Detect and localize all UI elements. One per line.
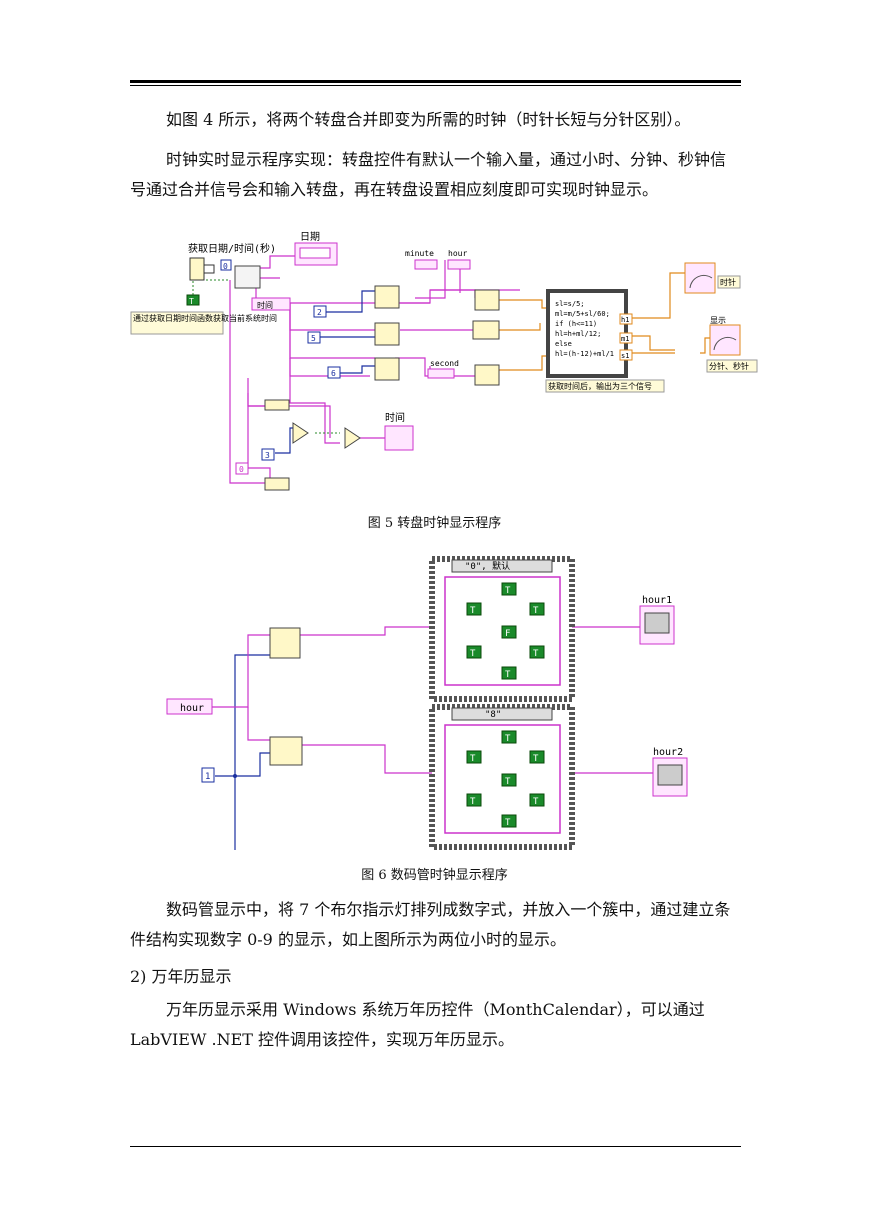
svg-text:6: 6: [331, 369, 336, 378]
svg-text:显示: 显示: [710, 316, 726, 325]
led-value: T: [470, 797, 476, 807]
svg-text:ml=m/5+sl/60;: ml=m/5+sl/60;: [555, 310, 610, 318]
format-date-node: [234, 265, 261, 289]
svg-text:minute: minute: [405, 249, 434, 258]
led-value: T: [533, 797, 539, 807]
led-value: T: [505, 734, 511, 744]
get-date-time-label: 获取日期/时间(秒): [188, 242, 276, 255]
led-segment: [501, 666, 517, 680]
svg-text:hl=h+ml/12;: hl=h+ml/12;: [555, 330, 601, 338]
svg-text:m1: m1: [621, 335, 629, 343]
led-segment: [501, 773, 517, 787]
led-value: T: [505, 586, 511, 596]
svg-text:分针、秒针: 分针、秒针: [709, 361, 749, 371]
led-segment: [466, 750, 482, 764]
led-value: T: [470, 649, 476, 659]
case2-led-group: T T T T T T T: [466, 730, 545, 828]
svg-text:1: 1: [205, 772, 210, 782]
hour1-label: hour1: [642, 595, 672, 606]
header-rule: [130, 80, 741, 83]
date-indicator-label: 日期: [300, 231, 320, 243]
svg-text:2: 2: [317, 308, 322, 317]
svg-text:hl=(h-12)+ml/1: hl=(h-12)+ml/1: [555, 350, 614, 358]
svg-text:s1: s1: [621, 352, 629, 360]
led-segment: [501, 814, 517, 828]
led-value: T: [533, 754, 539, 764]
led-segment: [501, 582, 517, 596]
svg-text:sl=s/5;: sl=s/5;: [555, 300, 585, 308]
led-segment: [529, 750, 545, 764]
led-value: T: [533, 649, 539, 659]
led-segment: [466, 645, 482, 659]
svg-text:hour: hour: [180, 703, 204, 714]
led-segment: [501, 730, 517, 744]
hour-control: [166, 698, 213, 715]
paragraph-5: 万年历显示采用 Windows 系统万年历控件（MonthCalendar），可…: [130, 1000, 705, 1049]
led-value: T: [505, 670, 511, 680]
svg-text:if (h<=11): if (h<=11): [555, 320, 597, 328]
figure-6-caption: 图 6 数码管时钟显示程序: [361, 868, 508, 883]
svg-text:0: 0: [239, 465, 244, 474]
led-value: F: [505, 629, 510, 639]
svg-text:second: second: [430, 359, 459, 368]
hour-hand-dial: [684, 262, 716, 294]
comment-text: 通过获取日期时间函数获取当前系统时间: [133, 313, 277, 323]
led-segment: [466, 793, 482, 807]
svg-text:3: 3: [265, 451, 270, 460]
svg-text:hour: hour: [448, 249, 467, 258]
paragraph-4: 2) 万年历显示: [130, 967, 232, 986]
led-segment: [529, 602, 545, 616]
time-control: [251, 297, 291, 311]
svg-text:时针: 时针: [720, 277, 736, 287]
paragraph-1: 如图 4 所示，将两个转盘合并即变为所需的时钟（时针长短与分针区别）。: [166, 110, 691, 129]
svg-text:T: T: [189, 297, 194, 306]
footer-rule: [130, 1146, 741, 1147]
time-out-label: 时间: [385, 411, 405, 424]
figure-5-caption: 图 5 转盘时钟显示程序: [367, 516, 502, 531]
led-value: T: [505, 777, 511, 787]
svg-text:h1: h1: [621, 316, 629, 324]
svg-text:"0", 默认: "0", 默认: [465, 560, 510, 572]
formula-node: [546, 289, 628, 378]
hour2-label: hour2: [653, 747, 683, 758]
svg-text:5: 5: [311, 334, 316, 343]
led-segment: [466, 602, 482, 616]
formula-note: 获取时间后，输出为三个信号: [548, 381, 652, 391]
led-value: T: [533, 606, 539, 616]
svg-text:"8": "8": [485, 710, 501, 720]
svg-text:else: else: [555, 340, 572, 348]
figure-5-block-diagram: 获取日期/时间(秒) 0 日期 T 通过获取日期时间函数获取当前系统时间 时间 …: [130, 228, 760, 497]
svg-text:0: 0: [223, 262, 228, 271]
led-segment: [529, 645, 545, 659]
led-value: T: [505, 818, 511, 828]
svg-text:时间: 时间: [257, 300, 273, 310]
min-sec-dial: [709, 324, 741, 356]
case1-led-group: T T T F T T T: [466, 582, 545, 680]
led-segment: [501, 625, 517, 639]
led-value: T: [470, 754, 476, 764]
figure-6-block-diagram: hour 1 "0", 默认 T T T F T T T "8" T T T T T T T hour1…: [160, 555, 700, 854]
header-rule-thin: [130, 85, 741, 86]
led-segment: [529, 793, 545, 807]
paragraph-2: 时钟实时显示程序实现：转盘控件有默认一个输入量，通过小时、分钟、秒钟信号通过合并…: [130, 150, 727, 199]
paragraph-3: 数码管显示中，将 7 个布尔指示灯排列成数字式，并放入一个簇中，通过建立条件结构…: [130, 900, 731, 949]
led-value: T: [470, 606, 476, 616]
